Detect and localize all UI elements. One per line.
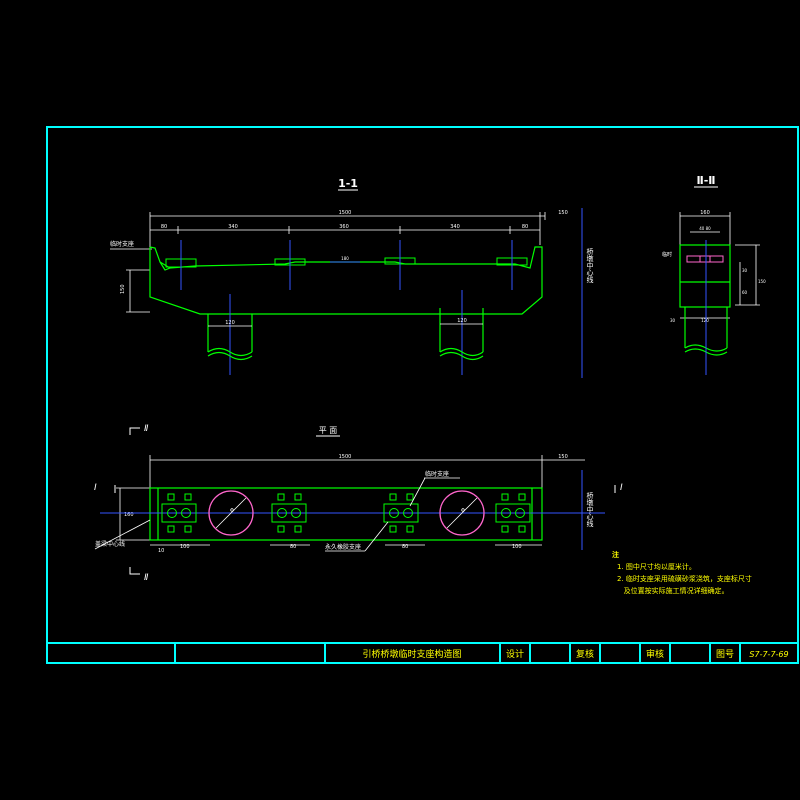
sheet-number: S7-7-7-69	[749, 650, 788, 659]
bearing-groups-plan	[161, 493, 531, 533]
drawing-title: 引桥桥墩临时支座构造图	[362, 648, 461, 660]
cut-marker-II-bottom: Ⅱ	[144, 573, 149, 583]
cut-marker-I-right: Ⅰ	[620, 483, 623, 493]
dim-inner: 180	[341, 256, 349, 261]
pile-dia-right: Φ	[461, 508, 465, 514]
dim-2-side-a: 30	[742, 268, 748, 273]
dim-2-side-c: 150	[758, 279, 766, 284]
plan-dim-b2: 100	[180, 544, 190, 550]
label-bearing-left: 临时支座	[110, 240, 134, 248]
design-label: 设计	[506, 648, 524, 660]
cap-beam-side	[679, 244, 731, 356]
pile-circles	[208, 490, 485, 536]
section-2-view: Ⅱ-Ⅱ 160 40 80 30 60 150 120 临时 30	[662, 174, 766, 375]
dim-col-left: 120	[225, 320, 235, 326]
dim-sub-2: 340	[228, 224, 238, 230]
notes-block: 注 1. 图中尺寸均以厘米计。 2. 临时支座采用硫磺砂浆浇筑，支座标尺寸 及位…	[612, 550, 752, 595]
sheet-frame	[46, 126, 799, 664]
plan-dim-side: 160	[124, 512, 134, 518]
dim-sub-3: 360	[339, 224, 349, 230]
plan-dim-b4: 80	[402, 544, 408, 550]
section-2-title: Ⅱ-Ⅱ	[696, 174, 715, 187]
approve-label: 审核	[646, 648, 664, 660]
section-1-dimensions	[126, 212, 546, 313]
dim-total-right: 150	[558, 210, 568, 216]
label-temp-bearing: 临时支座	[425, 470, 449, 478]
label-pier-centerline-plan: 桥墩中心线	[586, 491, 594, 527]
label-cap-centerline: 盖梁中心线	[95, 540, 125, 548]
label-perm-bearing: 永久橡胶支座	[325, 543, 361, 551]
dim-total: 1500	[339, 210, 352, 216]
cut-marker-I-left: Ⅰ	[94, 483, 97, 493]
plan-view: 平 面 Ⅱ Ⅱ Ⅰ Ⅰ 1500 150 160 10 1	[94, 424, 623, 583]
label-2-left: 临时	[662, 251, 672, 258]
plan-dim-top-right: 150	[558, 454, 568, 460]
dim-sub-4: 340	[450, 224, 460, 230]
plan-dim-b5: 100	[512, 544, 522, 550]
dim-2-side-b: 60	[742, 290, 748, 295]
note-line-3: 及位置按实际施工情况详细确定。	[617, 586, 729, 595]
columns-elevation	[207, 308, 484, 361]
dim-col-right: 120	[457, 318, 467, 324]
plan-dim-b3: 80	[290, 544, 296, 550]
section-1-title: 1-1	[338, 177, 358, 190]
label-pier-centerline: 桥墩中心线	[586, 247, 594, 283]
dim-sub-1: 80	[161, 224, 167, 230]
label-2-left2: 30	[670, 318, 676, 323]
sheet-label: 图号	[716, 649, 734, 660]
note-line-2: 2. 临时支座采用硫磺砂浆浇筑，支座标尺寸	[617, 574, 752, 583]
cap-beam-plan	[149, 487, 543, 541]
cut-marker-II-top: Ⅱ	[144, 424, 149, 434]
notes-heading: 注	[612, 550, 619, 559]
plan-dim-b1: 10	[158, 548, 164, 554]
review-label: 复核	[576, 648, 594, 660]
bearing-side	[686, 255, 724, 263]
dim-2-sub: 40 80	[699, 226, 711, 231]
dim-sub-5: 80	[522, 224, 528, 230]
title-block: 引桥桥墩临时支座构造图 设计 复核 审核 图号 S7-7-7-69	[362, 648, 788, 660]
plan-title: 平 面	[319, 426, 338, 435]
plan-centerlines	[100, 470, 605, 550]
section-1-view: 1-1 1500 150 80 340 360 340 80 150 临时支座	[110, 177, 594, 378]
pile-dia-left: Φ	[230, 508, 234, 514]
plan-dim-top: 1500	[339, 454, 352, 460]
section-1-centerlines	[180, 208, 583, 378]
dim-2-bottom: 120	[701, 318, 709, 323]
dim-side: 150	[120, 284, 126, 294]
dim-2-top: 160	[700, 210, 710, 216]
note-line-1: 1. 图中尺寸均以厘米计。	[617, 562, 696, 571]
